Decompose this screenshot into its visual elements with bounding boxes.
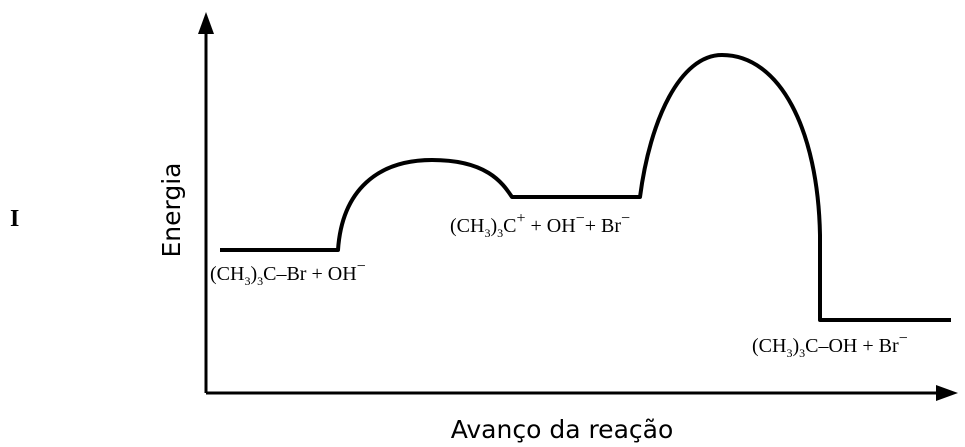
intermediate-label: (CH3)3C+ + OH−+ Br−: [450, 210, 630, 240]
energy-profile-curve: [220, 53, 951, 322]
x-axis-arrow-icon: [936, 385, 958, 401]
y-axis-label: Energia: [157, 163, 186, 258]
panel-label: I: [10, 206, 19, 232]
x-axis-label: Avanço da reação: [451, 415, 674, 444]
y-axis-arrow-icon: [198, 12, 214, 34]
products-label: (CH3)3C–OH + Br−: [752, 330, 908, 360]
reactants-label: (CH3)3C–Br + OH−: [210, 258, 366, 288]
